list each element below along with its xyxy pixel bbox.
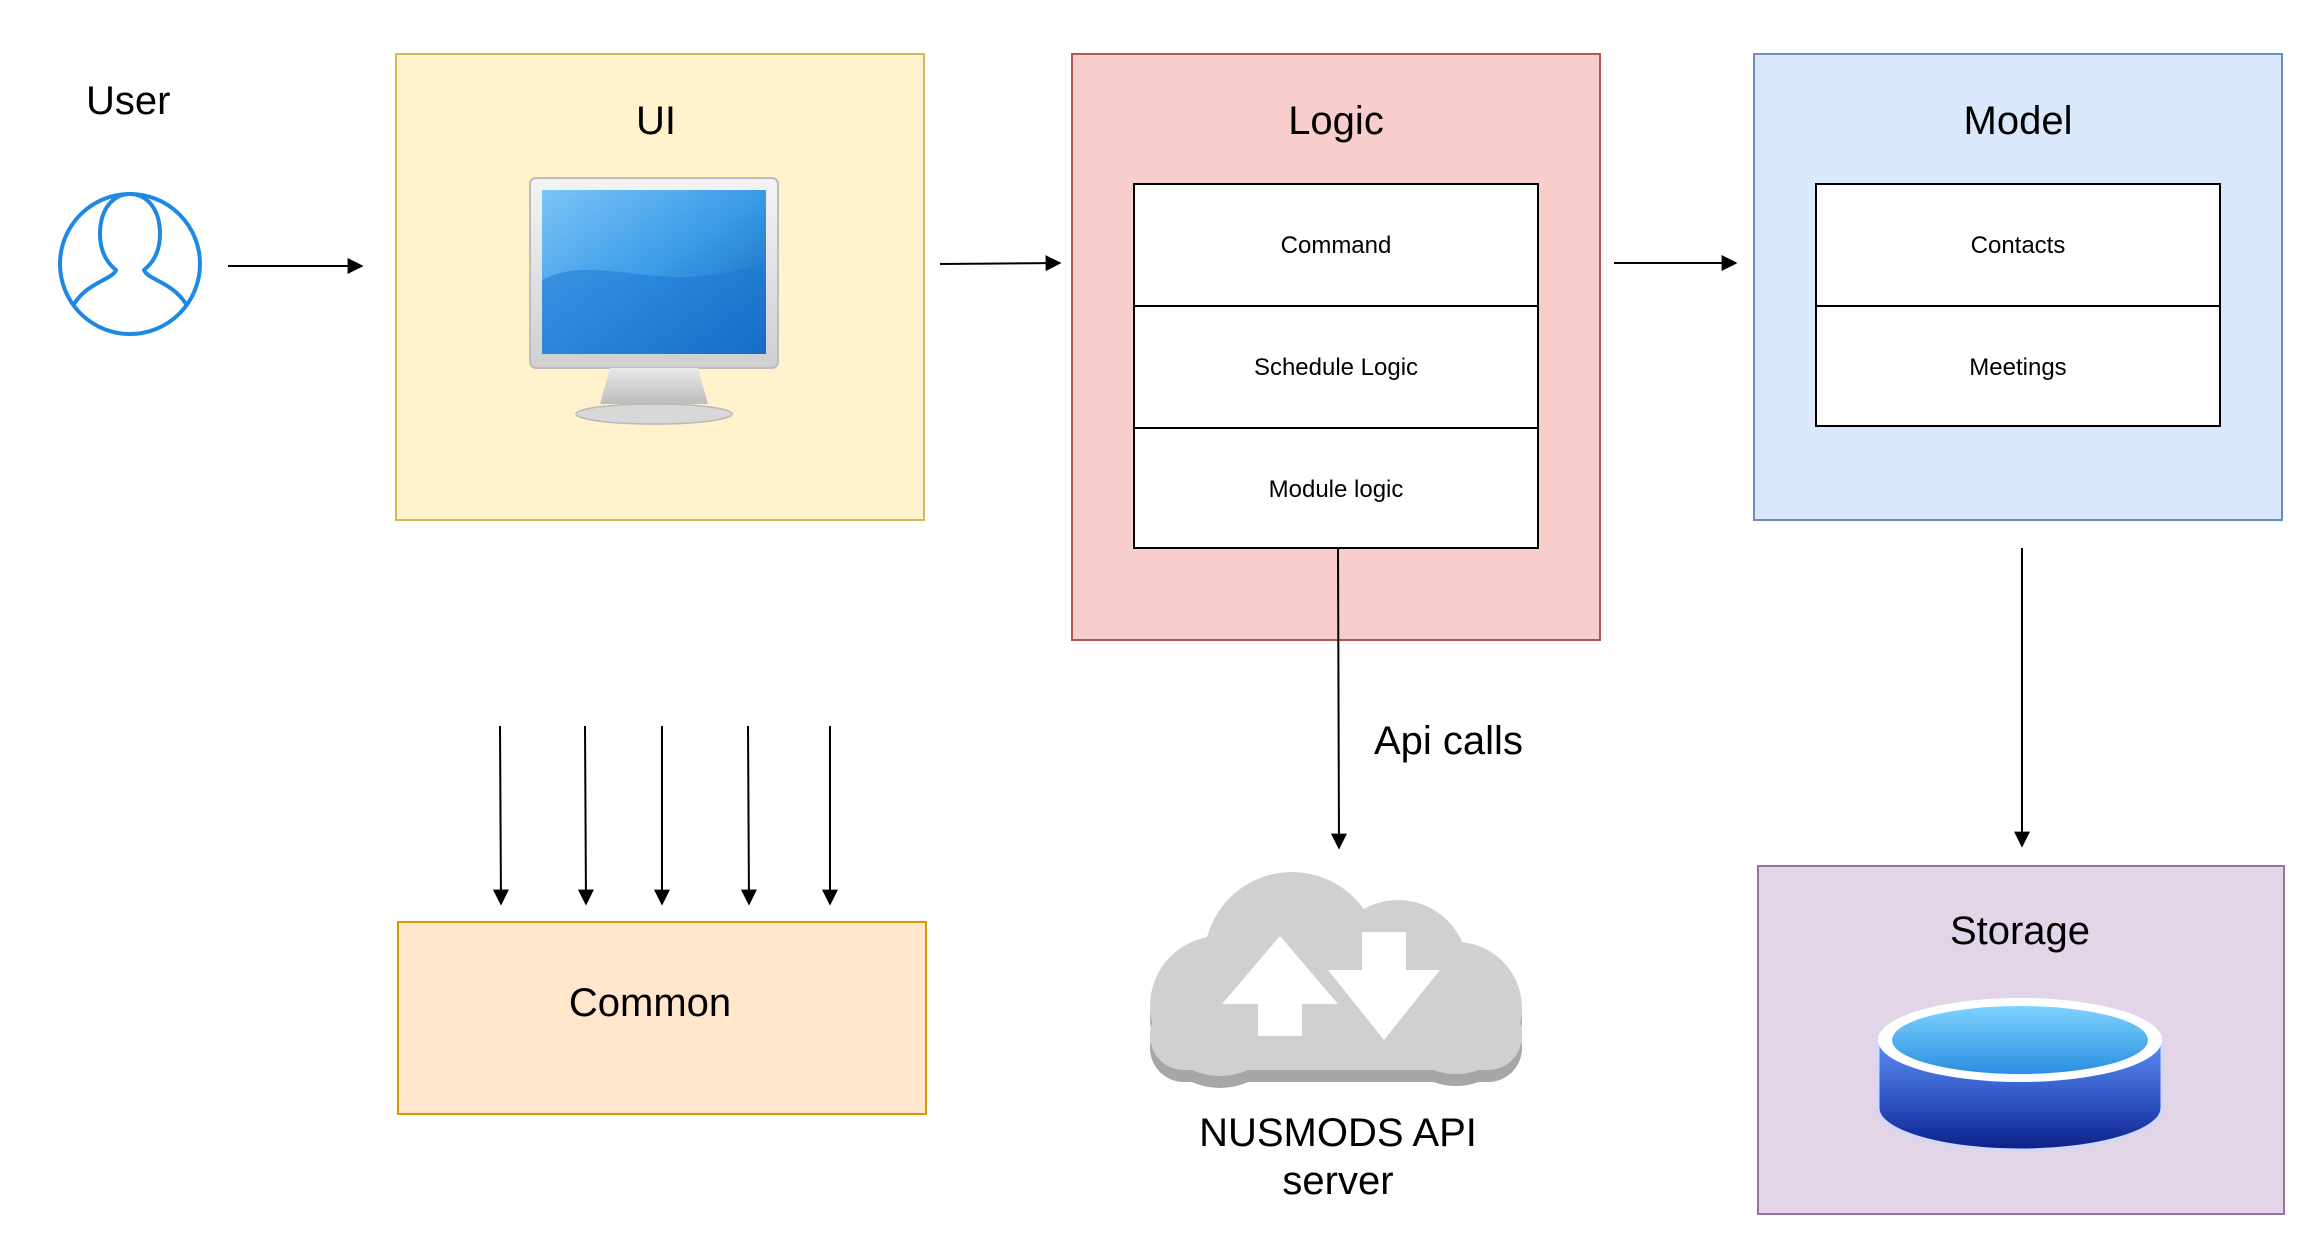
logic-submodules: Command Schedule Logic Module logic (1133, 183, 1539, 549)
model-submodules: Contacts Meetings (1815, 183, 2221, 427)
arrow-ui-to-logic (939, 255, 1062, 272)
logic-title: Logic (1288, 99, 1384, 143)
monitor-icon (529, 177, 779, 425)
logic-row-command: Command (1281, 232, 1392, 259)
arrow-logic-to-api (1330, 547, 1347, 850)
logic-component: Logic Command Schedule Logic Module logi… (1071, 53, 1601, 641)
user-icon (58, 192, 202, 336)
database-icon (1876, 998, 2164, 1152)
api-calls-label: Api calls (1374, 719, 1523, 763)
cloud-icon (1150, 872, 1522, 1088)
common-title: Common (569, 981, 731, 1025)
arrows-into-common (492, 725, 838, 906)
user-label: User (86, 79, 170, 123)
user-actor: User (58, 79, 202, 336)
model-row-contacts: Contacts (1971, 232, 2066, 259)
storage-title: Storage (1950, 909, 2090, 953)
model-title: Model (1964, 99, 2073, 143)
model-row-meetings: Meetings (1969, 354, 2066, 381)
common-component: Common (397, 921, 927, 1115)
storage-component: Storage (1757, 865, 2285, 1215)
api-server-label-line2: server (1282, 1159, 1393, 1203)
ui-title: UI (636, 99, 676, 143)
api-server: NUSMODS API server (1150, 872, 1522, 1203)
model-component: Model Contacts Meetings (1753, 53, 2283, 521)
ui-component: UI (395, 53, 925, 521)
api-server-label-line1: NUSMODS API (1199, 1111, 1477, 1155)
logic-row-module: Module logic (1269, 476, 1404, 503)
logic-row-schedule: Schedule Logic (1254, 354, 1418, 381)
